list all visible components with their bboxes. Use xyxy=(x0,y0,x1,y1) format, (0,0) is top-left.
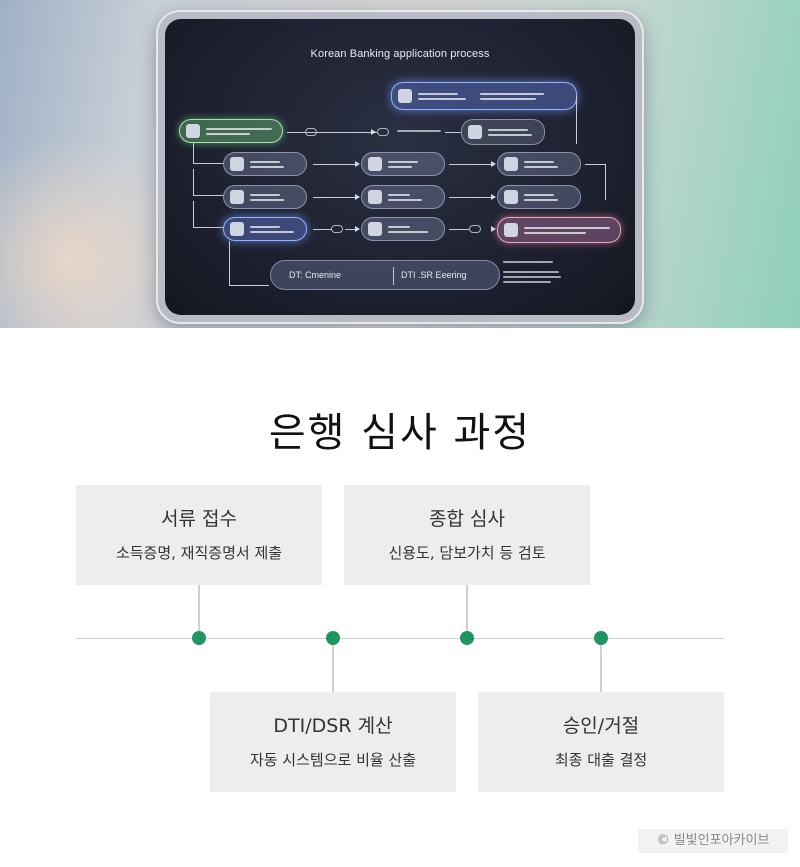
step-description: 소득증명, 재직증명서 제출 xyxy=(115,544,283,562)
building-icon xyxy=(368,222,382,236)
timeline-dot xyxy=(594,631,608,645)
step-card-comprehensive-review: 종합 심사 신용도, 담보가치 등 검토 xyxy=(344,485,590,585)
step-description: 자동 시스템으로 비율 산출 xyxy=(249,751,417,769)
flow-node-top xyxy=(391,82,577,110)
flow-node-final xyxy=(497,217,621,243)
flow-node-4b xyxy=(361,217,445,241)
timeline-dot xyxy=(326,631,340,645)
step-card-dti-dsr: DTI/DSR 계산 자동 시스템으로 비율 산출 xyxy=(210,692,456,792)
chart-icon xyxy=(504,157,518,171)
timeline-connector xyxy=(600,639,602,692)
page-title: 은행 심사 과정 xyxy=(268,410,532,456)
timeline-connector xyxy=(332,639,334,692)
step-card-document-submission: 서류 접수 소득증명, 재직증명서 제출 xyxy=(76,485,322,585)
hero-illustration: Korean Banking application process xyxy=(0,0,800,328)
step-title: 승인/거절 xyxy=(562,715,640,737)
flow-node-review xyxy=(461,119,545,145)
briefcase-icon xyxy=(230,157,244,171)
bank-icon xyxy=(230,222,244,236)
folder-icon xyxy=(468,125,482,139)
summary-label-left: DT: Cmenine xyxy=(289,270,342,280)
summary-label-right: DTI .SR Eeering xyxy=(401,270,467,280)
flow-node-3a xyxy=(223,185,307,209)
timeline-dot xyxy=(192,631,206,645)
summary-pill: DT: Cmenine DTI .SR Eeering xyxy=(270,260,500,290)
flow-node-2b xyxy=(361,152,445,176)
screen-title: Korean Banking application process xyxy=(310,48,490,60)
step-title: 서류 접수 xyxy=(161,508,237,530)
id-card-icon xyxy=(368,157,382,171)
flow-node-2a xyxy=(223,152,307,176)
step-description: 최종 대출 결정 xyxy=(554,751,648,769)
user-icon xyxy=(186,124,200,138)
step-title: 종합 심사 xyxy=(429,508,505,530)
tablet-screen: Korean Banking application process xyxy=(165,19,635,315)
timeline-dot xyxy=(460,631,474,645)
watermark: © 빌빛인포아카이브 xyxy=(638,829,788,853)
flow-node-3c xyxy=(497,185,581,209)
step-title: DTI/DSR 계산 xyxy=(273,715,393,737)
flow-node-4a xyxy=(223,217,307,241)
timeline-connector xyxy=(198,585,200,638)
flow-node-2c xyxy=(497,152,581,176)
step-card-approval: 승인/거절 최종 대출 결정 xyxy=(478,692,724,792)
timeline-axis xyxy=(76,638,724,639)
flow-node-start xyxy=(179,119,283,143)
shield-icon xyxy=(504,190,518,204)
step-description: 신용도, 담보가치 등 검토 xyxy=(388,544,546,562)
approval-icon xyxy=(504,223,518,237)
card-icon xyxy=(230,190,244,204)
document-icon xyxy=(398,89,412,103)
calculator-icon xyxy=(368,190,382,204)
timeline-connector xyxy=(466,585,468,638)
tablet-device: Korean Banking application process xyxy=(156,10,644,324)
flow-node-3b xyxy=(361,185,445,209)
